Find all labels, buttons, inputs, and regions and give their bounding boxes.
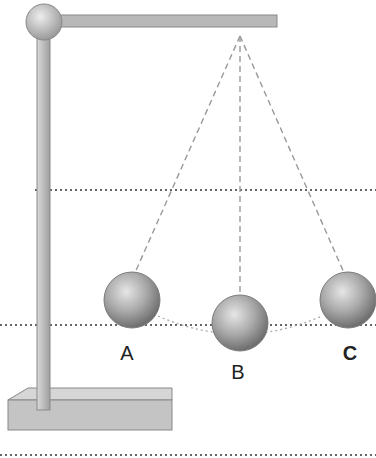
stand-pole — [37, 30, 50, 410]
ball-label: A — [120, 343, 133, 363]
pendulum-strings — [134, 36, 345, 297]
top-bar — [55, 15, 277, 27]
pendulum-balls — [104, 272, 376, 351]
reference-lines — [0, 190, 376, 455]
ball-label: B — [231, 362, 244, 382]
clamp-knob — [26, 4, 62, 40]
stand-base — [8, 388, 172, 430]
ball-label: C — [343, 343, 357, 363]
